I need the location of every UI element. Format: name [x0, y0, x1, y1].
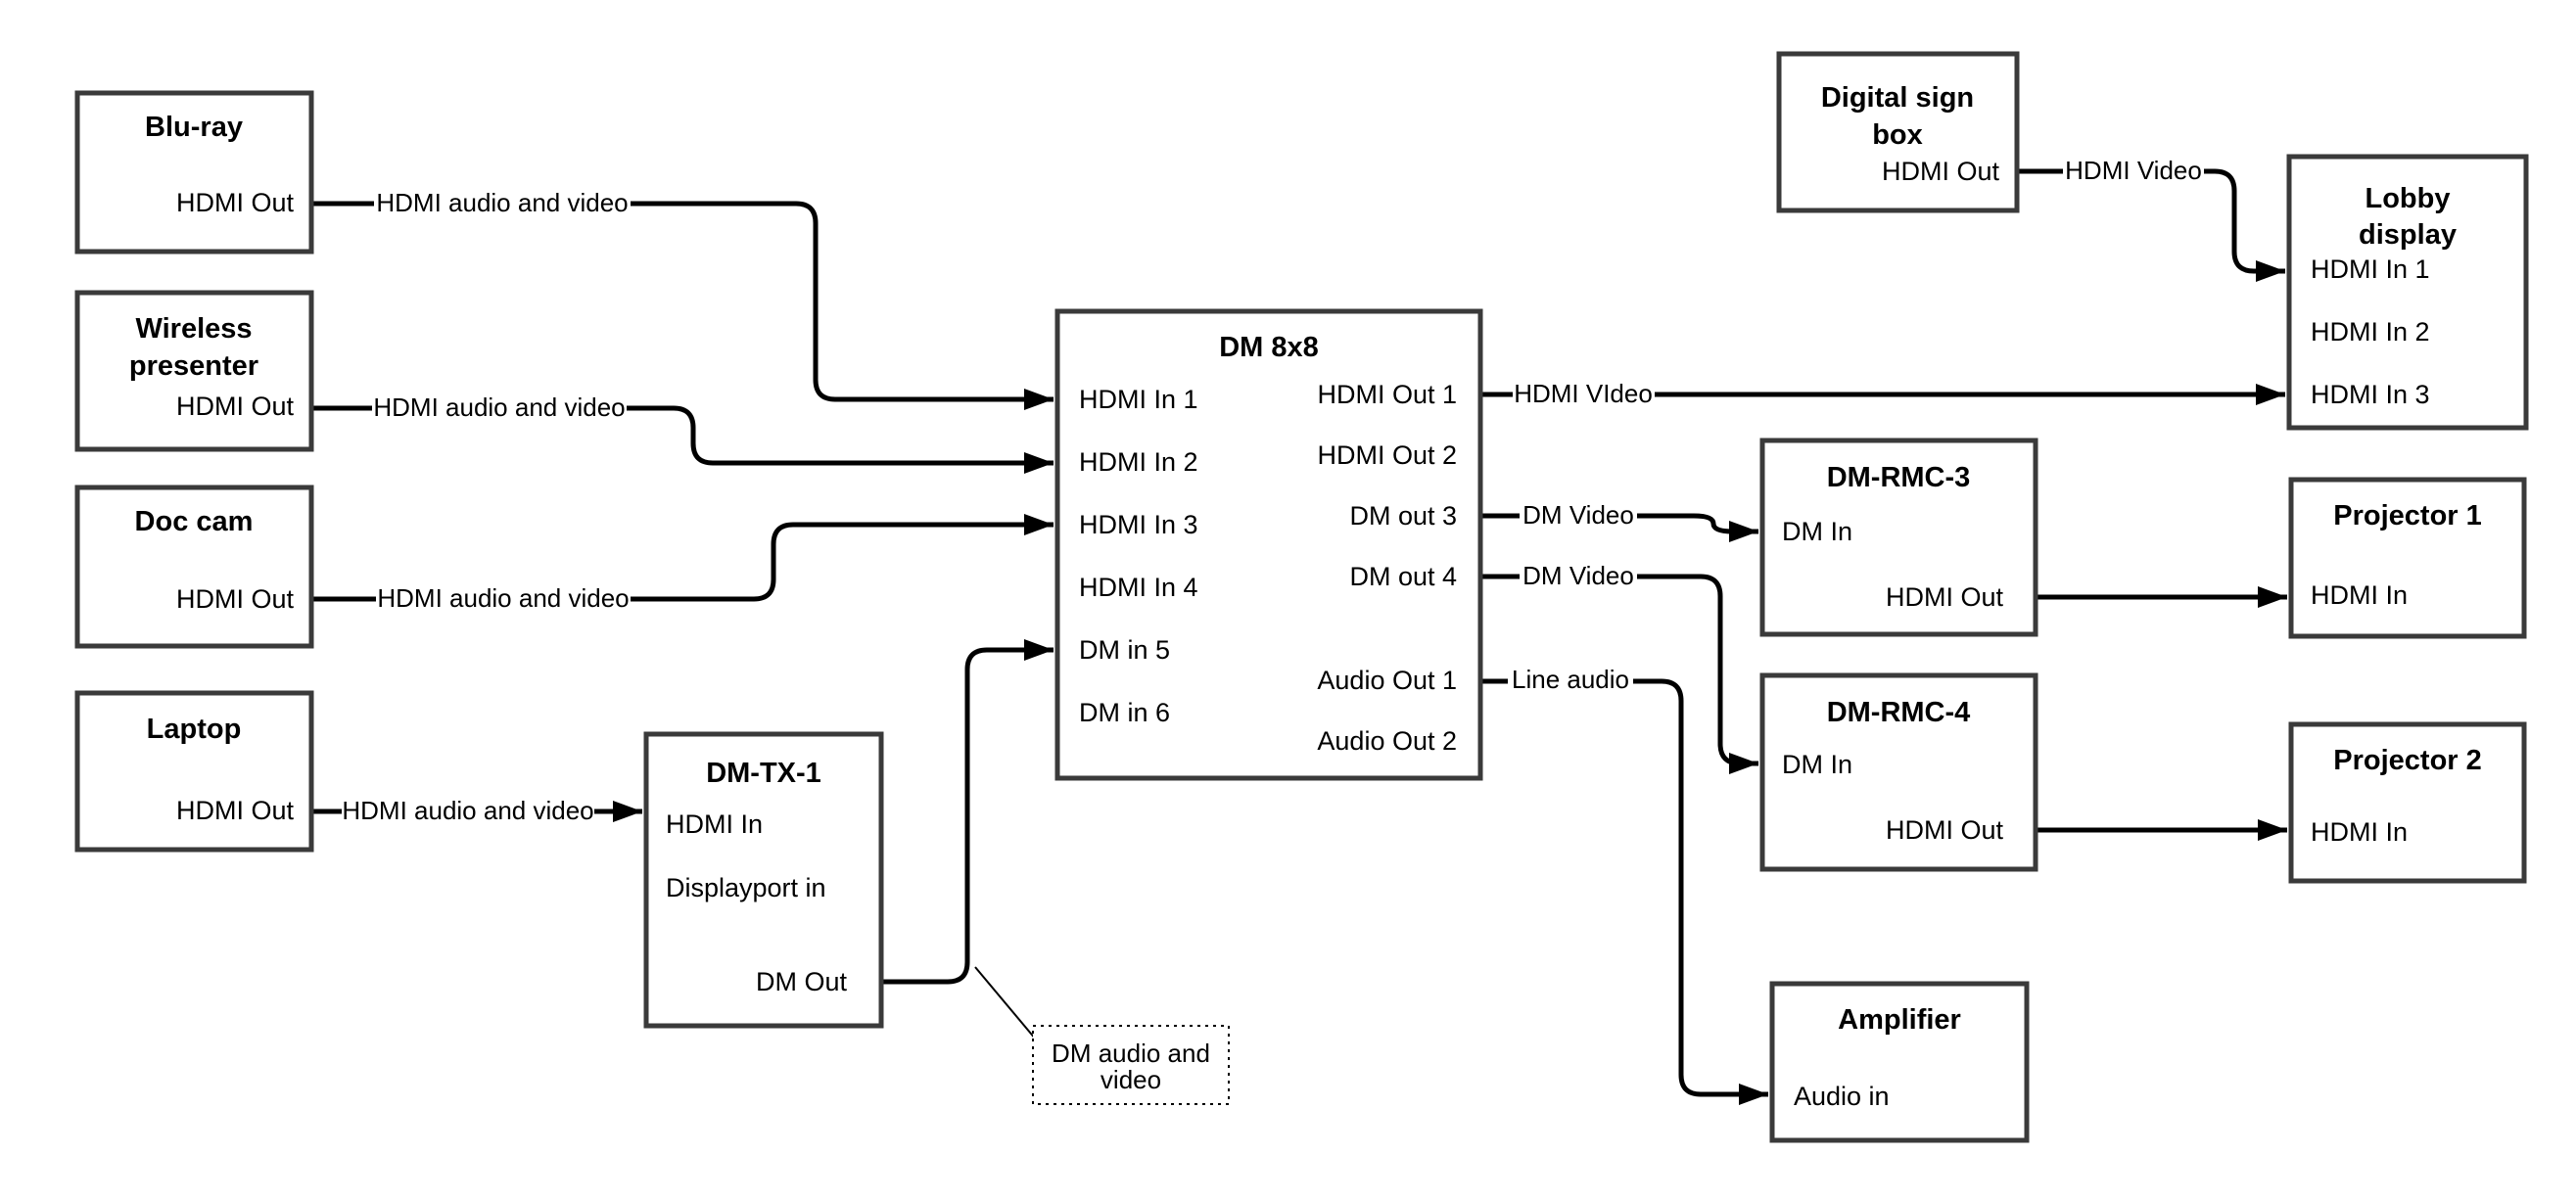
node-dm-rmc-4: DM-RMC-4 DM In HDMI Out	[1759, 672, 2038, 872]
edge-label: HDMI audio and video	[376, 188, 628, 217]
annotation-box	[1032, 1025, 1230, 1105]
edge-doccam-to-dm8x8	[631, 514, 1054, 602]
edge-bluray-to-dm8x8	[631, 201, 1054, 410]
node-title: box	[1872, 119, 1923, 151]
edge-digsign-to-lobby	[2204, 168, 2285, 282]
node-box	[74, 290, 314, 452]
node-projector-2: Projector 2 HDMI In	[2288, 721, 2527, 884]
node-laptop: Laptop HDMI Out	[74, 690, 314, 853]
port-label: DM Out	[756, 967, 848, 996]
port-label: DM In	[1782, 517, 1852, 546]
port-label: HDMI In 1	[2311, 254, 2430, 284]
annotation-text: video	[1101, 1065, 1161, 1094]
port-label: HDMI Out	[1886, 582, 2004, 612]
node-title: Projector 2	[2333, 745, 2482, 776]
port-label: HDMI In	[2311, 817, 2408, 847]
edge-labels: HDMI audio and video HDMI audio and vide…	[342, 156, 2201, 825]
port-label: HDMI Out	[1886, 815, 2004, 845]
port-label: DM out 4	[1349, 562, 1457, 591]
node-title: presenter	[129, 350, 258, 382]
edge-wireless-to-dm8x8	[627, 405, 1054, 474]
node-title: Digital sign	[1821, 82, 1974, 114]
node-box	[74, 485, 314, 649]
node-box	[2288, 721, 2527, 884]
edge-label: DM Video	[1522, 561, 1634, 590]
node-title: DM-RMC-4	[1827, 697, 1971, 728]
node-title: Laptop	[147, 714, 242, 745]
port-label: HDMI In 3	[2311, 380, 2430, 409]
edge-dmtx1-to-dm8x8	[881, 639, 1054, 985]
port-label: Audio in	[1794, 1082, 1890, 1111]
node-box	[2288, 477, 2527, 639]
edge-dmout4-to-rmc4	[1637, 574, 1758, 774]
edge-label: HDMI VIdeo	[1514, 379, 1653, 408]
node-digital-sign-box: Digital sign box HDMI Out	[1776, 51, 2020, 213]
annotation-text: DM audio and	[1052, 1039, 1210, 1068]
node-title: DM-RMC-3	[1827, 462, 1971, 493]
node-dm-rmc-3: DM-RMC-3 DM In HDMI Out	[1759, 438, 2038, 637]
port-label: HDMI In 4	[1079, 573, 1198, 602]
node-box	[1759, 672, 2038, 872]
node-title: Lobby	[2365, 183, 2451, 214]
edge-label: HDMI Video	[2065, 156, 2202, 185]
port-label: Audio Out 2	[1317, 726, 1457, 756]
node-projector-1: Projector 1 HDMI In	[2288, 477, 2527, 639]
port-label: HDMI Out 1	[1317, 380, 1457, 409]
port-label: HDMI Out	[1882, 157, 2000, 186]
node-dm-tx-1: DM-TX-1 HDMI In Displayport in DM Out	[643, 731, 884, 1029]
port-label: DM in 5	[1079, 635, 1170, 665]
node-title: Projector 1	[2333, 500, 2482, 531]
node-box	[74, 90, 314, 254]
edge-dmout3-to-rmc3	[1637, 513, 1758, 542]
port-label: HDMI Out 2	[1317, 440, 1457, 470]
port-label: HDMI Out	[176, 584, 295, 614]
node-title: Doc cam	[135, 506, 254, 537]
node-title: Blu-ray	[145, 112, 243, 143]
edges	[311, 168, 2287, 1105]
node-title: DM 8x8	[1219, 332, 1319, 363]
node-box	[2286, 154, 2529, 431]
port-label: DM out 3	[1349, 501, 1457, 531]
port-label: HDMI In 1	[1079, 385, 1198, 414]
node-title: Wireless	[135, 313, 252, 345]
edge-label: HDMI audio and video	[373, 393, 625, 422]
node-title: Amplifier	[1838, 1004, 1961, 1036]
node-dm-8x8: DM 8x8 HDMI In 1 HDMI In 2 HDMI In 3 HDM…	[1054, 308, 1483, 781]
node-amplifier: Amplifier Audio in	[1769, 981, 2030, 1143]
node-box	[74, 690, 314, 853]
node-title: display	[2359, 219, 2457, 251]
node-box	[643, 731, 884, 1029]
edge-audioout1-to-amp	[1633, 678, 1768, 1105]
port-label: DM In	[1782, 750, 1852, 779]
annotation-leader-line	[974, 966, 1037, 1040]
node-box	[1054, 308, 1483, 781]
edge-label: DM Video	[1522, 500, 1634, 530]
annotation-note: DM audio and video	[1032, 1025, 1230, 1105]
edge-label: Line audio	[1512, 665, 1629, 694]
port-label: DM in 6	[1079, 698, 1170, 727]
edge-label: HDMI audio and video	[377, 583, 629, 613]
port-label: HDMI In 2	[2311, 317, 2430, 346]
node-box	[1769, 981, 2030, 1143]
port-label: Displayport in	[666, 873, 826, 902]
port-label: HDMI In 3	[1079, 510, 1198, 539]
edge-label: HDMI audio and video	[342, 796, 593, 825]
node-box	[1776, 51, 2020, 213]
port-label: Audio Out 1	[1317, 666, 1457, 695]
node-doc-cam: Doc cam HDMI Out	[74, 485, 314, 649]
node-wireless-presenter: Wireless presenter HDMI Out	[74, 290, 314, 452]
port-label: HDMI In	[2311, 580, 2408, 610]
port-label: HDMI In 2	[1079, 447, 1198, 477]
node-box	[1759, 438, 2038, 637]
port-label: HDMI In	[666, 809, 763, 839]
port-label: HDMI Out	[176, 796, 295, 825]
port-label: HDMI Out	[176, 392, 295, 421]
node-lobby-display: Lobby display HDMI In 1 HDMI In 2 HDMI I…	[2286, 154, 2529, 431]
node-title: DM-TX-1	[706, 758, 821, 789]
port-label: HDMI Out	[176, 188, 295, 217]
node-blu-ray: Blu-ray HDMI Out	[74, 90, 314, 254]
